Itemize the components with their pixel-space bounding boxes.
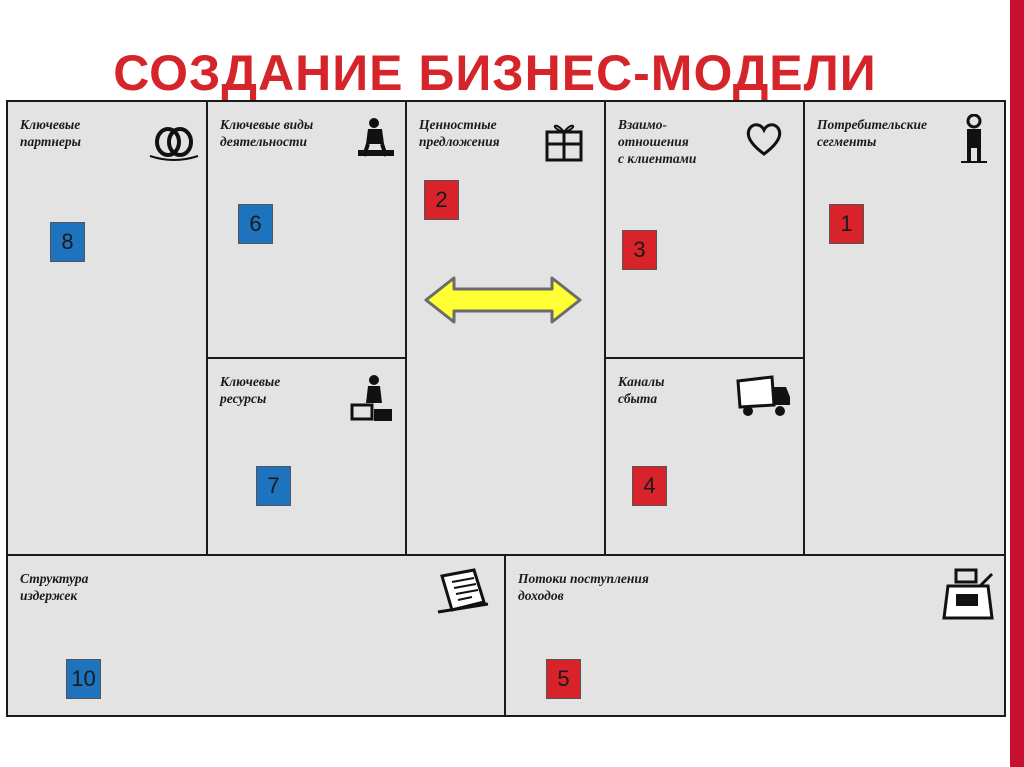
slide-title: СОЗДАНИЕ БИЗНЕС-МОДЕЛИ xyxy=(113,45,877,101)
block-customer-segments: Потребительские сегменты 1 xyxy=(803,100,1006,557)
block-customer-segments-number: 1 xyxy=(829,204,864,244)
block-value-propositions: Ценностные предложения 2 xyxy=(405,100,607,557)
block-key-partners-number: 8 xyxy=(50,222,85,262)
receipt-icon xyxy=(437,568,489,614)
slide-accent-bar xyxy=(1010,0,1024,767)
person-icon xyxy=(961,114,987,163)
gift-icon xyxy=(545,124,583,162)
block-revenue-streams-number: 5 xyxy=(546,659,581,699)
block-value-propositions-number: 2 xyxy=(424,180,459,220)
worker-icon xyxy=(358,118,394,157)
business-model-canvas: Ключевые партнеры 8 Ключевые виды деятел… xyxy=(6,100,1006,720)
truck-icon xyxy=(736,375,790,416)
block-customer-relationships-label: Взаимо- отношения с клиентами xyxy=(618,117,697,166)
block-key-activities: Ключевые виды деятельности 6 xyxy=(206,100,408,360)
block-revenue-streams-label: Потоки поступления доходов xyxy=(518,571,649,603)
block-key-partners-label: Ключевые партнеры xyxy=(20,117,81,149)
block-key-resources-label: Ключевые ресурсы xyxy=(220,374,281,406)
block-cost-structure-number: 10 xyxy=(66,659,101,699)
block-key-resources: Ключевые ресурсы 7 xyxy=(206,357,408,557)
heart-icon xyxy=(746,123,782,156)
block-cost-structure-label: Структура издержек xyxy=(20,571,89,603)
block-channels: Каналы сбыта 4 xyxy=(604,357,806,557)
block-customer-segments-label: Потребительские сегменты xyxy=(817,117,927,149)
block-cost-structure: Структура издержек 10 xyxy=(6,554,507,717)
block-key-activities-label: Ключевые виды деятельности xyxy=(220,117,314,149)
cash-register-icon xyxy=(942,568,994,620)
block-key-resources-number: 7 xyxy=(256,466,291,506)
worker-boxes-icon xyxy=(350,375,392,421)
block-channels-number: 4 xyxy=(632,466,667,506)
block-key-activities-number: 6 xyxy=(238,204,273,244)
block-channels-label: Каналы сбыта xyxy=(618,374,665,406)
rings-icon xyxy=(149,127,199,161)
block-customer-relationships: Взаимо- отношения с клиентами 3 xyxy=(604,100,806,360)
block-key-partners: Ключевые партнеры 8 xyxy=(6,100,208,557)
double-arrow-icon xyxy=(424,276,582,324)
block-revenue-streams: Потоки поступления доходов 5 xyxy=(504,554,1006,717)
block-value-propositions-label: Ценностные предложения xyxy=(419,117,500,149)
block-customer-relationships-number: 3 xyxy=(622,230,657,270)
